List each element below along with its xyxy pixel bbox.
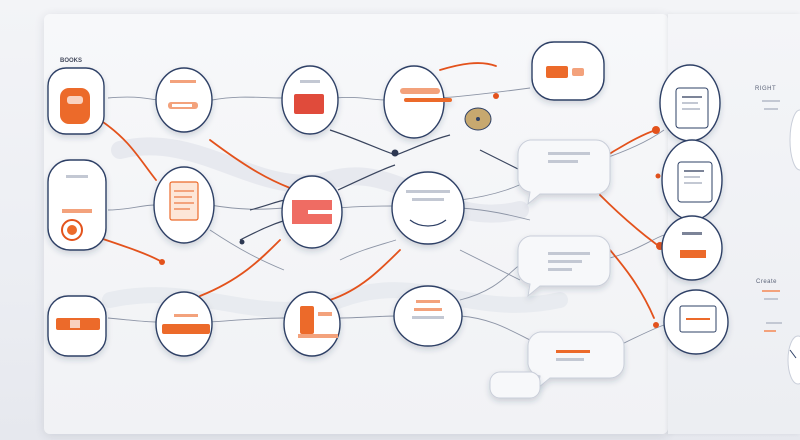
node-row1-col3[interactable] xyxy=(281,65,339,135)
node-row1-col2[interactable] xyxy=(155,67,213,133)
node-row1-col4[interactable] xyxy=(383,65,452,139)
node-row1-col1[interactable] xyxy=(47,67,105,135)
node-right-4[interactable] xyxy=(663,289,729,355)
node-row2-col2[interactable] xyxy=(153,166,215,244)
side-label-top: RIGHT xyxy=(755,86,777,92)
corner-label: BOOKS xyxy=(60,58,83,64)
node-row1-col5[interactable] xyxy=(531,41,605,101)
round-knob[interactable] xyxy=(464,107,492,131)
chat-bubble-upper[interactable] xyxy=(517,139,611,206)
side-label-middle: Create xyxy=(756,279,778,285)
node-row3-col4[interactable] xyxy=(393,285,463,347)
node-right-3[interactable] xyxy=(661,215,723,281)
node-row2-col3[interactable] xyxy=(281,175,343,249)
node-right-1[interactable] xyxy=(659,64,721,142)
dark-cables xyxy=(239,129,521,245)
chat-bubble-middle[interactable] xyxy=(517,235,611,298)
grey-bubble-bottom[interactable] xyxy=(489,371,541,399)
node-row2-col1[interactable] xyxy=(47,159,107,251)
chat-bubble-lower[interactable] xyxy=(527,331,625,390)
right-edge-lines xyxy=(762,100,782,332)
node-right-2[interactable] xyxy=(661,139,723,221)
right-edge-blob-bottom xyxy=(787,335,800,385)
right-edge-blob-top xyxy=(789,109,800,171)
node-row3-col1[interactable] xyxy=(47,295,107,357)
node-row3-col3[interactable] xyxy=(283,291,341,357)
node-row3-col2[interactable] xyxy=(155,291,213,357)
node-row2-col4[interactable] xyxy=(391,171,465,245)
